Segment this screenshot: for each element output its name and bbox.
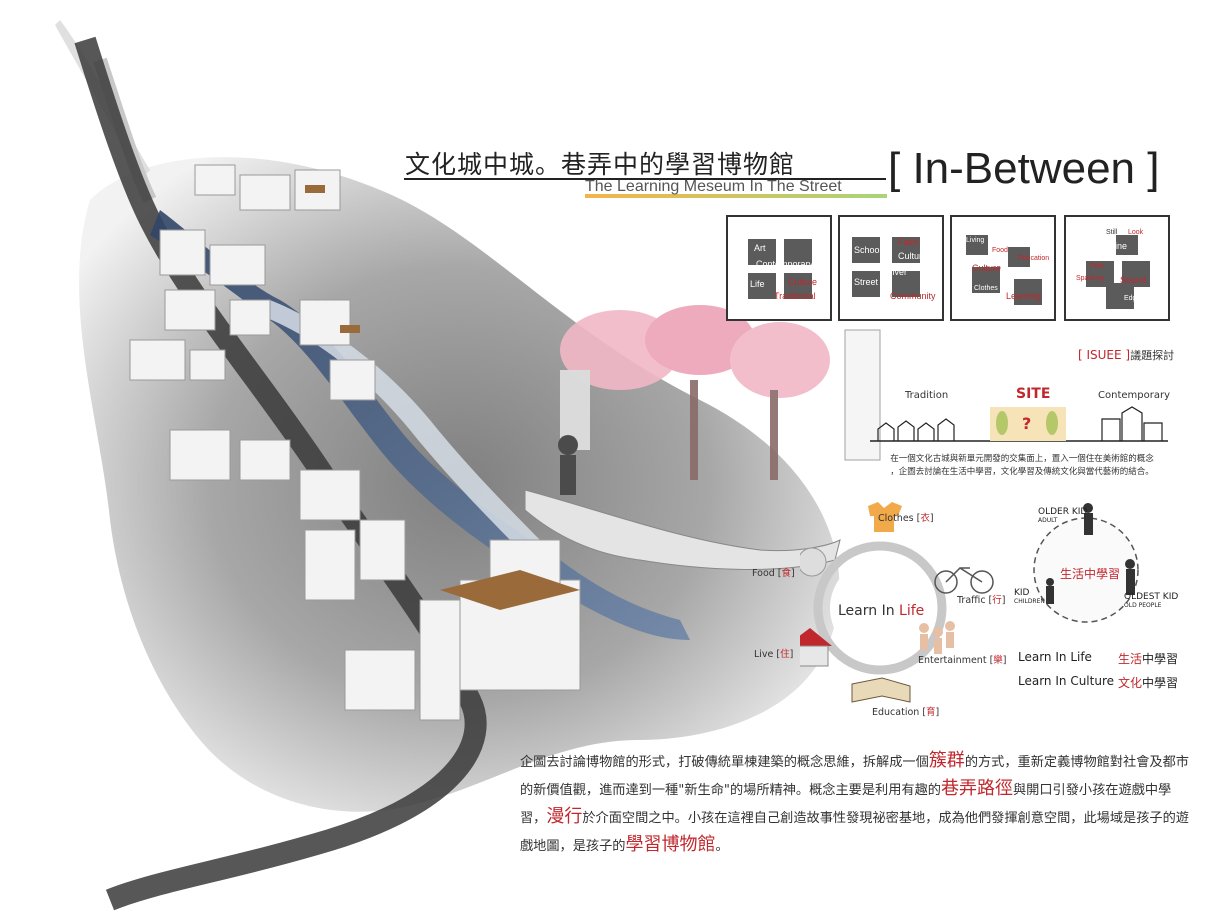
child-figure bbox=[1046, 578, 1054, 586]
learn-in-life-diagram bbox=[800, 502, 994, 703]
kid-label: KID bbox=[1014, 588, 1030, 598]
plate-icon bbox=[800, 547, 827, 577]
road bbox=[74, 36, 487, 911]
life-item-entertainment: Entertainment [樂] bbox=[918, 655, 1007, 666]
book-icon bbox=[851, 677, 911, 703]
issue-label: [ ISUEE ]議題探討 bbox=[1078, 348, 1175, 362]
learn-row-culture-en: Learn In Culture bbox=[1018, 674, 1114, 688]
site-description: 在一個文化古城與新單元開發的交集面上，置入一個住在美術館的概念 ，企圖去討論在生… bbox=[890, 454, 1154, 477]
site-question-mark: ? bbox=[1022, 414, 1032, 433]
old-people-label: OLD PEOPLE bbox=[1124, 602, 1162, 609]
page-title-chinese: 文化城中城。巷弄中的學習博物館 bbox=[405, 150, 796, 179]
concept-box-2: School Faith Culture River Street Commun… bbox=[838, 215, 944, 321]
learn-row-life-en: Learn In Life bbox=[1018, 650, 1092, 664]
site-diagram bbox=[870, 406, 1168, 442]
learn-row-culture-zh: 文化中學習 bbox=[1118, 676, 1179, 690]
life-item-education: Education [育] bbox=[872, 707, 940, 718]
concept-paragraph: 企圖去討論博物館的形式，打破傳統單棟建築的概念思維，拆解成一個簇群的方式，重新定… bbox=[520, 750, 1189, 855]
site-label: SITE bbox=[1016, 386, 1051, 402]
concept-box-3: Living Food Traffic Education Culture Cl… bbox=[950, 215, 1056, 321]
life-item-clothes: Clothes [衣] bbox=[878, 513, 934, 524]
page-title-english: The Learning Meseum In The Street bbox=[585, 178, 842, 195]
life-item-food: Food [食] bbox=[752, 568, 795, 579]
elder-figure bbox=[1125, 559, 1135, 569]
page-title-main: [ In-Between ] bbox=[888, 144, 1160, 193]
house-icon bbox=[800, 628, 832, 646]
life-item-traffic: Traffic [行] bbox=[957, 595, 1006, 606]
older-kid-label: OLDER KID bbox=[1038, 507, 1088, 517]
children-label: CHILDREN bbox=[1014, 598, 1045, 605]
title-english-highlight bbox=[585, 194, 887, 198]
generations-diagram bbox=[1033, 503, 1139, 623]
concept-box-1: Art Contemporary Life Culture Traditiona… bbox=[726, 215, 832, 321]
bicycle-icon bbox=[934, 570, 958, 594]
life-item-live: Live [住] bbox=[754, 649, 794, 660]
contemporary-label: Contemporary bbox=[1098, 390, 1170, 401]
tradition-label: Tradition bbox=[905, 390, 949, 401]
learn-row-life-zh: 生活中學習 bbox=[1118, 652, 1179, 666]
children-icon bbox=[919, 621, 955, 654]
learn-in-life-center: Learn In Life bbox=[838, 603, 925, 619]
concept-box-4: Still Look Line Path Sound Sparking Wave… bbox=[1064, 215, 1170, 321]
title-underline bbox=[404, 178, 886, 180]
kid-circle-center: 生活中學習 bbox=[1060, 567, 1121, 581]
oldest-kid-label: OLDEST KID bbox=[1124, 592, 1179, 602]
adult-figure bbox=[1083, 503, 1093, 513]
adult-label: ADULT bbox=[1038, 517, 1058, 524]
shirt-icon bbox=[868, 502, 902, 532]
